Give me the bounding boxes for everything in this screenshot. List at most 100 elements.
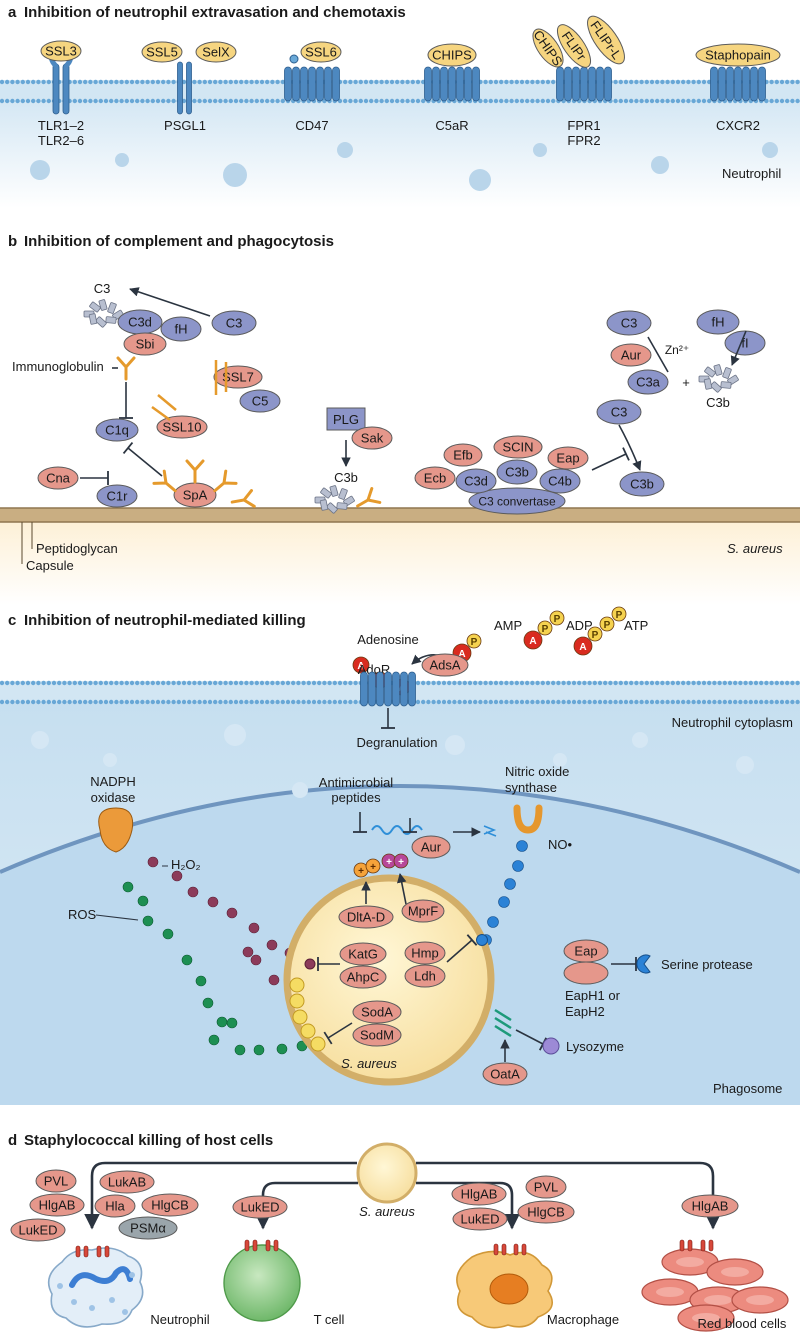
- lipid-head: [223, 98, 228, 104]
- lipid-head: [322, 699, 327, 705]
- lipid-head: [93, 680, 98, 686]
- lipid-head: [795, 699, 800, 705]
- psgl1-label: PSGL1: [164, 118, 206, 133]
- lipid-head: [265, 680, 270, 686]
- rbc-center: [746, 1295, 774, 1305]
- atp-p1-shape: [587, 626, 603, 642]
- lipid-head: [701, 699, 707, 705]
- lipid-head: [686, 98, 691, 104]
- lipid-head: [587, 680, 592, 686]
- lipid-head: [421, 98, 426, 104]
- lipid-head: [171, 98, 176, 104]
- lipid-head: [155, 680, 161, 686]
- lipid-head: [0, 699, 5, 705]
- lipid-head: [545, 699, 551, 705]
- lipid-head: [72, 680, 78, 686]
- lipid-head: [0, 680, 5, 686]
- ros-label: ROS: [68, 907, 97, 922]
- lipid-head: [239, 699, 244, 705]
- lipid-head: [275, 699, 280, 705]
- lipid-head: [218, 699, 223, 705]
- lipid-head: [530, 699, 535, 705]
- sak-pill: Sak: [351, 426, 393, 450]
- lipid-head: [171, 680, 176, 686]
- lipid-head: [98, 680, 104, 686]
- c5ar-receptor-helix: [440, 66, 448, 102]
- c3-pill-1-text: C3: [226, 316, 243, 331]
- lipid-head: [46, 680, 51, 686]
- lipid-head: [452, 699, 457, 705]
- lipid-head: [639, 680, 644, 686]
- lipid-head: [785, 680, 790, 686]
- lipid-head: [197, 98, 202, 104]
- macrophage-label: Macrophage: [547, 1312, 619, 1327]
- capsule-ball: [300, 1023, 316, 1039]
- lipid-head: [441, 699, 447, 705]
- lipid-head: [551, 79, 556, 85]
- ssl10-antibody: [151, 394, 177, 422]
- psgl1-chain: [177, 61, 183, 115]
- ldh-pill-text: Ldh: [414, 969, 436, 984]
- no-dot: [512, 860, 524, 872]
- hlgab-pill-1-text: HlgAB: [39, 1198, 76, 1213]
- cxcr2-receptor-helix: [718, 66, 726, 102]
- amp-p-text: P: [471, 637, 478, 648]
- neutrophil-granule: [129, 1272, 135, 1278]
- c3a-pill-text: C3a: [636, 375, 661, 390]
- h2o2-dot: [266, 939, 278, 951]
- c1q-pill-shape: [95, 418, 139, 442]
- hmp-pill-text: Hmp: [411, 946, 438, 961]
- lipid-head: [655, 680, 660, 686]
- ador-receptor-helix: [360, 671, 368, 707]
- flipr-l-pill-shape: [587, 15, 625, 65]
- lipid-head: [509, 98, 514, 104]
- lipid-head: [660, 98, 665, 104]
- lipid-head: [223, 699, 228, 705]
- hlgcb-pill-2: HlgCB: [517, 1200, 575, 1224]
- lipid-head: [166, 79, 171, 85]
- lipid-head: [535, 680, 540, 686]
- c5ar-receptor-helix: [456, 66, 464, 102]
- lipid-head: [332, 680, 337, 686]
- neutrophil-granule: [71, 1299, 77, 1305]
- spa-ab-4: [230, 489, 256, 508]
- c3-convertase-pill-text: C3 convertase: [478, 495, 556, 509]
- sod-inhibits-stem: [327, 1022, 353, 1039]
- cd47-receptor-helix: [292, 66, 300, 102]
- lysozyme-shape: [542, 1037, 560, 1055]
- lipid-head: [129, 699, 135, 705]
- hmp-pill-shape: [404, 941, 446, 965]
- spa-ab-3-shape: [185, 459, 205, 484]
- fpr-label-1: FPR1: [567, 118, 600, 133]
- lipid-head: [790, 79, 795, 85]
- lipid-head: [707, 680, 712, 686]
- lipid-head: [259, 680, 265, 686]
- lipid-head: [10, 98, 15, 104]
- lipid-head: [150, 98, 155, 104]
- cna-pill-text: Cna: [46, 471, 71, 486]
- lipid-head: [613, 699, 618, 705]
- lipid-head: [10, 680, 15, 686]
- lipid-head: [5, 98, 10, 104]
- adp-a: A: [523, 630, 543, 650]
- lipid-head: [707, 699, 712, 705]
- arrow-to-rbc: [416, 1161, 721, 1230]
- lipid-head: [343, 680, 348, 686]
- lipid-head: [15, 79, 20, 85]
- positive-charge-shape: [365, 858, 381, 874]
- lipid-head: [785, 699, 790, 705]
- mprf-charge: +: [393, 853, 409, 869]
- lipid-head: [192, 680, 197, 686]
- c1r-pill: C1r: [96, 484, 138, 508]
- lipid-head: [660, 699, 665, 705]
- lipid-head: [285, 680, 291, 686]
- pore-macrophage-1: [493, 1243, 507, 1256]
- lipid-head: [249, 98, 254, 104]
- lipid-head: [25, 79, 31, 85]
- lipid-head: [337, 680, 343, 686]
- s-aureus-label-c: S. aureus: [341, 1056, 397, 1071]
- staphopain-pill-shape: [695, 43, 781, 67]
- lipid-head: [629, 98, 634, 104]
- lipid-head: [644, 98, 649, 104]
